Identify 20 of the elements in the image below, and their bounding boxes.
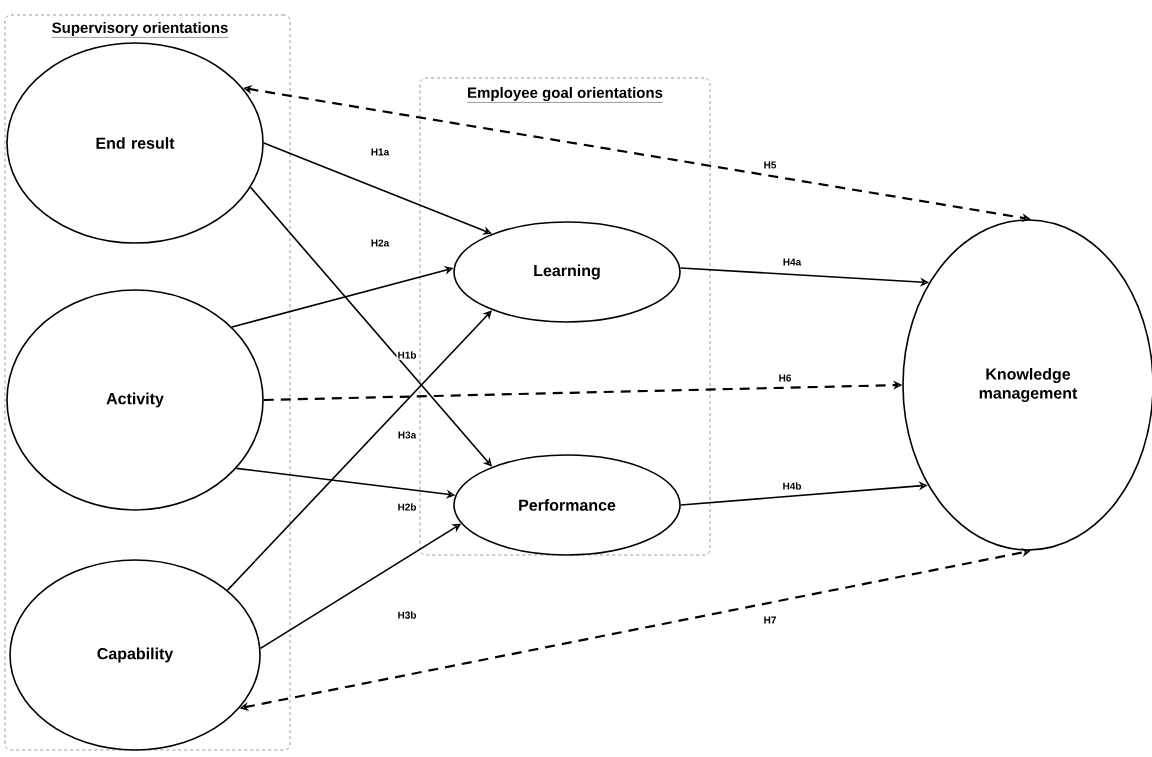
edge-label: H6 xyxy=(777,373,793,383)
edge-label: H5 xyxy=(762,160,778,170)
edge-label: H3b xyxy=(396,610,418,620)
arrow xyxy=(226,310,492,591)
ellipse-node: Capability xyxy=(9,559,261,751)
edge-label: H4a xyxy=(781,257,803,267)
ellipse-node: Performance xyxy=(453,454,681,556)
arrow xyxy=(249,186,492,467)
node-label: Capability xyxy=(97,647,174,663)
edge-label: H7 xyxy=(762,615,778,625)
edge-label: H4b xyxy=(781,481,803,491)
edge-label: H2a xyxy=(369,238,391,248)
edge-label: H2b xyxy=(396,502,418,512)
edge-label: H3a xyxy=(396,430,418,440)
edge-label: H1a xyxy=(369,147,391,157)
edge-label: H1b xyxy=(396,350,418,360)
ellipse-node: Learning xyxy=(453,221,681,323)
arrow xyxy=(263,142,492,235)
ellipse-node: End result xyxy=(6,42,264,244)
ellipse-node: Activity xyxy=(6,289,264,511)
